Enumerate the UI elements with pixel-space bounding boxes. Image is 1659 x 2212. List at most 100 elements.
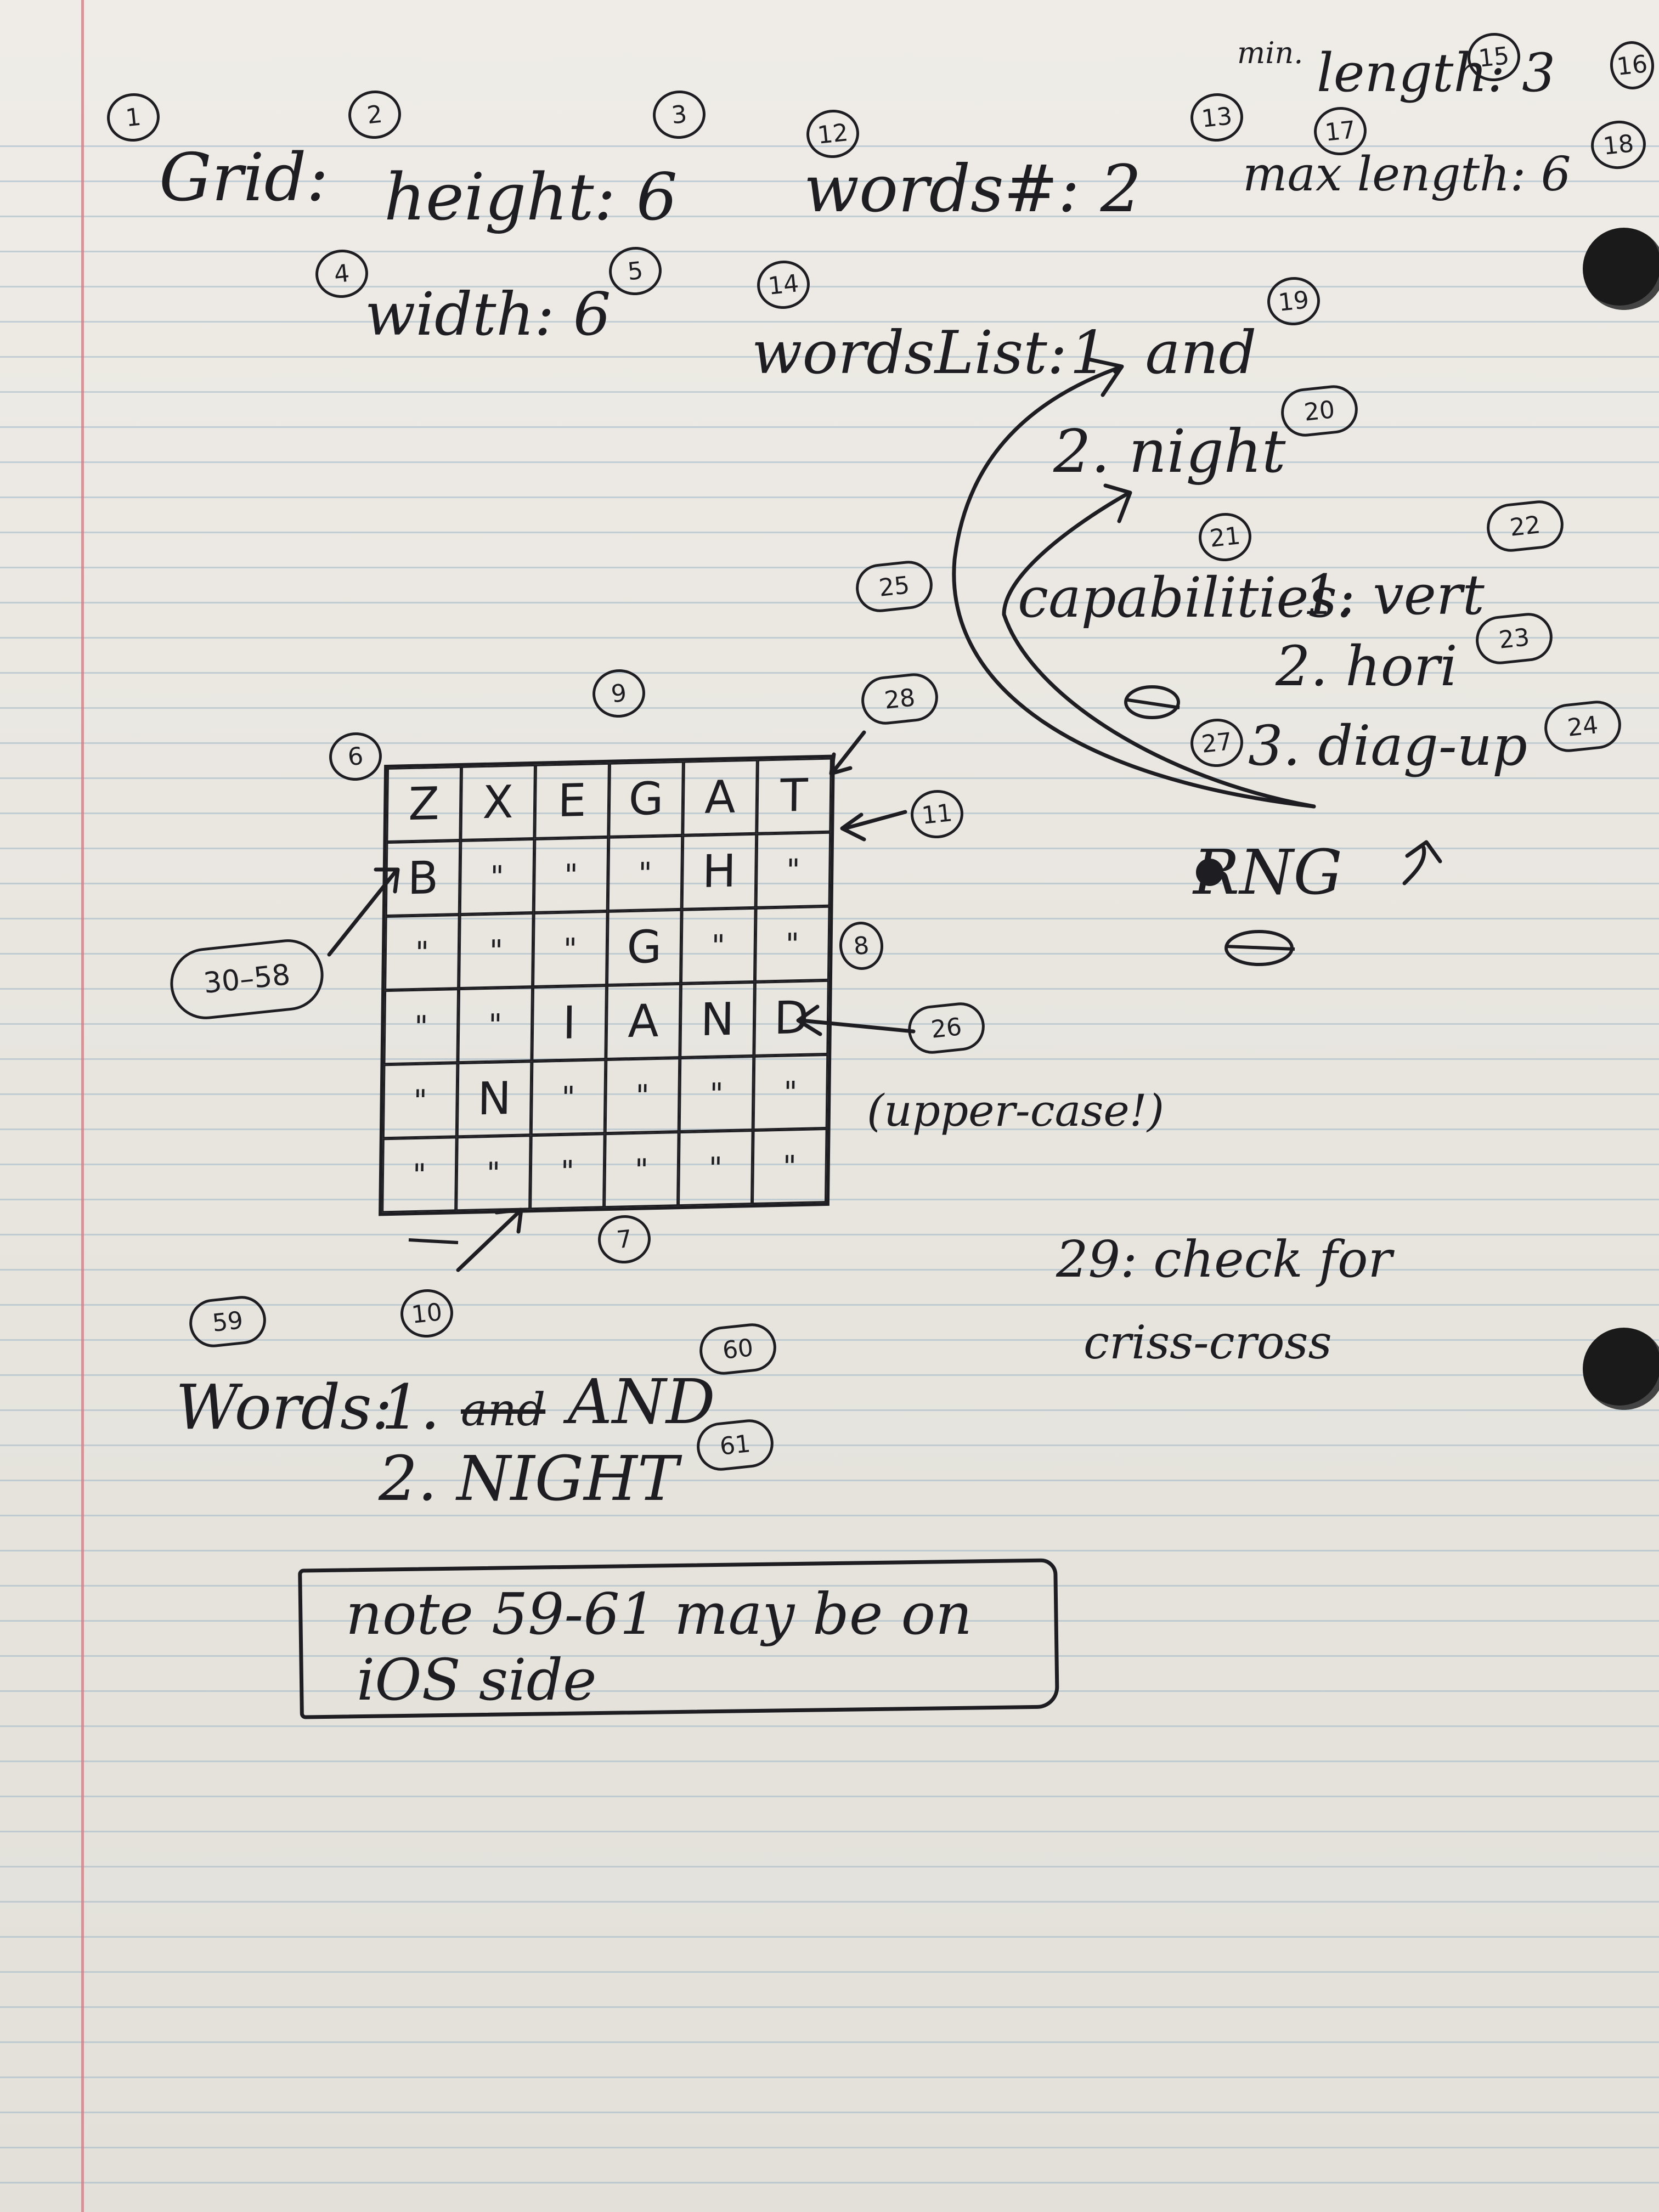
- ruled-line: [0, 1550, 1659, 1551]
- grid-cell: ": [533, 911, 608, 988]
- criss-cross-note-line-2: criss-cross: [1084, 1316, 1332, 1369]
- ruled-line: [0, 286, 1659, 287]
- grid-cell: ": [533, 837, 609, 913]
- ruled-line: [0, 356, 1659, 358]
- ruled-line: [0, 2006, 1659, 2008]
- ruled-line: [0, 988, 1659, 990]
- grid-cell: B: [385, 840, 461, 917]
- ruled-line: [0, 1971, 1659, 1973]
- grid-cell: ": [755, 832, 831, 908]
- grid-cell: D: [754, 980, 829, 1056]
- grid-label: Grid:: [159, 140, 329, 216]
- grid-cell: ": [458, 987, 533, 1063]
- grid-cell: A: [682, 759, 758, 836]
- grid-cell: ": [531, 1059, 606, 1136]
- ruled-line: [0, 1409, 1659, 1411]
- punch-hole-middle: [1583, 1328, 1659, 1410]
- punch-hole-top: [1583, 228, 1659, 310]
- grid-cell: ": [752, 1128, 827, 1205]
- grid-cell: ": [678, 1130, 753, 1206]
- ruled-line: [0, 2041, 1659, 2043]
- grid-cell: X: [460, 764, 535, 840]
- words-list-label: wordsList:: [752, 319, 1068, 387]
- ruled-line: [0, 1164, 1659, 1165]
- words-count-text: words#: 2: [804, 151, 1142, 227]
- ruled-line: [0, 2182, 1659, 2183]
- words-list-item-1: 1. and: [1070, 319, 1257, 387]
- height-text: height: 6: [384, 159, 678, 235]
- width-text: width: 6: [365, 280, 611, 349]
- note-line-1: note 59-61 may be on: [346, 1581, 973, 1647]
- ruled-line: [0, 602, 1659, 603]
- words-list-item-2: 2. night: [1053, 417, 1286, 486]
- ruled-line: [0, 1760, 1659, 1762]
- words-item-1-struck: and: [461, 1384, 546, 1436]
- max-length-text: max length: 6: [1243, 147, 1571, 202]
- grid-cell: Z: [386, 766, 462, 843]
- ruled-line: [0, 1128, 1659, 1130]
- ruled-line: [0, 848, 1659, 849]
- capability-3: 3. diag-up: [1248, 714, 1528, 778]
- ruled-line: [0, 1339, 1659, 1341]
- ruled-line: [0, 461, 1659, 463]
- ruled-line: [0, 672, 1659, 674]
- ruled-line: [0, 777, 1659, 779]
- ruled-line: [0, 251, 1659, 252]
- ruled-line: [0, 707, 1659, 709]
- ruled-line: [0, 532, 1659, 533]
- grid-cell: G: [607, 909, 682, 985]
- ruled-line: [0, 1690, 1659, 1692]
- ruled-line: [0, 216, 1659, 217]
- ruled-line: [0, 567, 1659, 568]
- grid-cell: ": [680, 907, 756, 984]
- ruled-line: [0, 1480, 1659, 1481]
- ruled-line: [0, 2112, 1659, 2113]
- ruled-line: [0, 426, 1659, 428]
- criss-cross-note-line-1: 29: check for: [1056, 1230, 1392, 1289]
- capability-2: 2. hori: [1276, 634, 1458, 698]
- grid-cell: H: [681, 833, 757, 910]
- ruled-line: [0, 1304, 1659, 1306]
- ruled-line: [0, 1866, 1659, 1867]
- ruled-line: [0, 145, 1659, 147]
- grid-cell: N: [680, 981, 755, 1058]
- ruled-line: [0, 1199, 1659, 1200]
- grid-cell: ": [679, 1056, 754, 1132]
- ruled-line: [0, 496, 1659, 498]
- grid-cell: ": [607, 835, 683, 911]
- ruled-line: [0, 321, 1659, 323]
- grid-cell: N: [456, 1061, 532, 1137]
- words-item-2: 2. NIGHT: [379, 1443, 679, 1515]
- ruled-line: [0, 2076, 1659, 2078]
- grid-cell: ": [382, 1137, 457, 1213]
- ruled-line: [0, 812, 1659, 814]
- grid-cell: T: [757, 758, 832, 834]
- ruled-line: [0, 883, 1659, 884]
- words-item-1: AND: [568, 1367, 715, 1438]
- rng-text: RNG: [1193, 837, 1342, 909]
- grid-cell: ": [605, 1058, 680, 1134]
- ruled-line: [0, 1374, 1659, 1376]
- letter-grid: Z X E G A T B " " " H " " " " G " " " " …: [379, 754, 835, 1216]
- grid-cell: ": [753, 1054, 828, 1131]
- words-item-1-prefix: 1.: [381, 1372, 440, 1443]
- ruled-line: [0, 1093, 1659, 1095]
- grid-cell: ": [459, 838, 535, 915]
- grid-cell: G: [608, 761, 684, 837]
- ruled-line: [0, 1655, 1659, 1657]
- grid-cell: ": [530, 1133, 605, 1210]
- ruled-line: [0, 918, 1659, 919]
- ruled-line: [0, 1796, 1659, 1797]
- ruled-line: [0, 2147, 1659, 2148]
- ruled-line: [0, 742, 1659, 744]
- grid-cell: ": [382, 1063, 458, 1139]
- ruled-line: [0, 1444, 1659, 1446]
- grid-cell: ": [459, 912, 534, 989]
- ruled-line: [0, 1901, 1659, 1903]
- min-length-text: length: 3: [1317, 42, 1556, 104]
- grid-cell: ": [383, 989, 459, 1065]
- ruled-line: [0, 1936, 1659, 1938]
- grid-cell: ": [604, 1132, 679, 1208]
- min-length-prefix: min.: [1237, 36, 1304, 70]
